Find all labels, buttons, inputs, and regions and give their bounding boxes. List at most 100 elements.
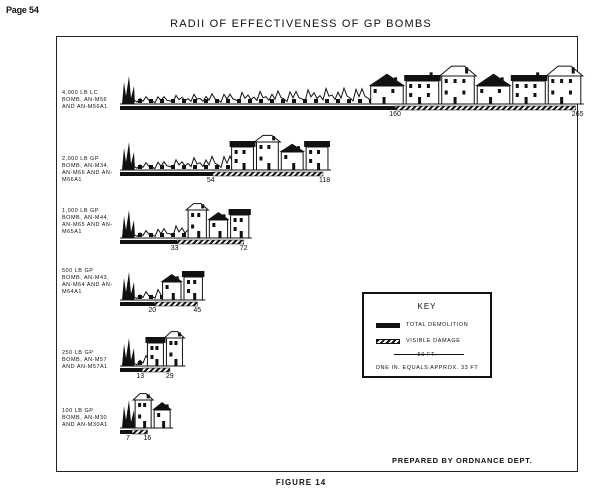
house-roof [152,402,173,410]
house-roof [304,141,330,147]
house-door [155,359,159,366]
bomb-label-line: 500 LB GP [62,268,94,274]
house [510,72,548,105]
house-chimney [465,67,469,74]
house-chimney [177,332,181,337]
house-roof [229,141,256,147]
bomb-label-line: BOMB, AN-M57 [62,357,108,363]
debris [226,165,230,169]
house [404,72,441,105]
debris [149,99,153,103]
debris [336,99,340,103]
house-roof [207,212,230,220]
house [152,402,173,429]
debris [160,165,164,169]
house-chimney [571,67,575,74]
visible-damage-bar [154,301,198,307]
house-window [138,403,142,407]
house-window [242,150,246,154]
house-window [462,79,466,83]
debris [138,165,142,169]
house-door [239,231,243,238]
house-window [418,84,422,88]
debris [248,99,252,103]
total-demolition-value: 20 [148,307,157,314]
house-roof [475,73,512,86]
visible-damage-value: 29 [165,373,174,380]
house-window [373,89,377,93]
house-door [382,97,386,104]
debris [171,165,175,169]
debris [149,233,153,237]
house [438,65,478,105]
house-chimney [429,72,433,79]
explosion-plume [122,400,135,428]
explosion-plume [122,76,135,104]
debris [325,99,329,103]
debris [149,165,153,169]
debris [237,99,241,103]
house [228,209,251,239]
house-window [186,289,190,293]
debris [358,99,362,103]
house [279,143,306,171]
house [253,134,282,171]
bomb-label-line: AN-M64 AND AN-M64A1 [62,282,113,295]
debris [193,165,197,169]
house-window [169,341,173,345]
house-window [212,223,216,227]
house [160,274,183,301]
house-chimney [500,77,504,84]
house-window [309,159,313,163]
debris [171,99,175,103]
house-window [191,224,195,229]
house-chimney [297,146,301,151]
house-window [186,280,190,284]
visible-damage-bar [212,171,324,177]
explosion-plume [122,142,135,170]
bomb-label-line: 250 LB GP [62,350,94,356]
house [207,212,230,239]
house-window [239,218,243,222]
house-window [444,90,448,95]
debris [215,165,219,169]
house-chimney [201,204,205,209]
visible-damage-swatch [376,339,400,344]
house-window [515,93,519,97]
house-roof [253,134,282,143]
debris [160,295,164,299]
house-door [453,97,457,104]
visible-damage-bar [176,239,245,245]
total-demolition-bar [120,172,213,176]
house-door [162,421,166,428]
total-demolition-value: 13 [136,373,145,380]
house-window [480,89,484,93]
house [304,141,330,171]
key-title: KEY [417,302,437,311]
house-window [197,213,201,217]
total-demolition-value: 160 [389,111,401,118]
key-box: KEY TOTAL DEMOLITION VISIBLE DAMAGE 50 F… [362,292,492,378]
house-door [218,231,222,238]
house-chimney [536,72,540,79]
bomb-label-line: BOMB, AN-M30 [62,415,108,421]
debris [138,295,142,299]
house-window [524,84,528,88]
house-window [426,84,430,88]
house-window [453,79,457,83]
house-window [155,346,159,350]
house-door [560,97,564,104]
bomb-label-line: BOMB, AN-M44, [62,215,110,221]
house-window [568,90,572,95]
house-chimney [158,337,162,342]
total-demolition-swatch [376,323,400,328]
house-roof [160,274,183,282]
total-demolition-bar [120,430,133,434]
total-demolition-bar [120,368,143,372]
house-roof [544,65,585,77]
explosion-plume [122,272,135,300]
house-window [138,414,142,419]
